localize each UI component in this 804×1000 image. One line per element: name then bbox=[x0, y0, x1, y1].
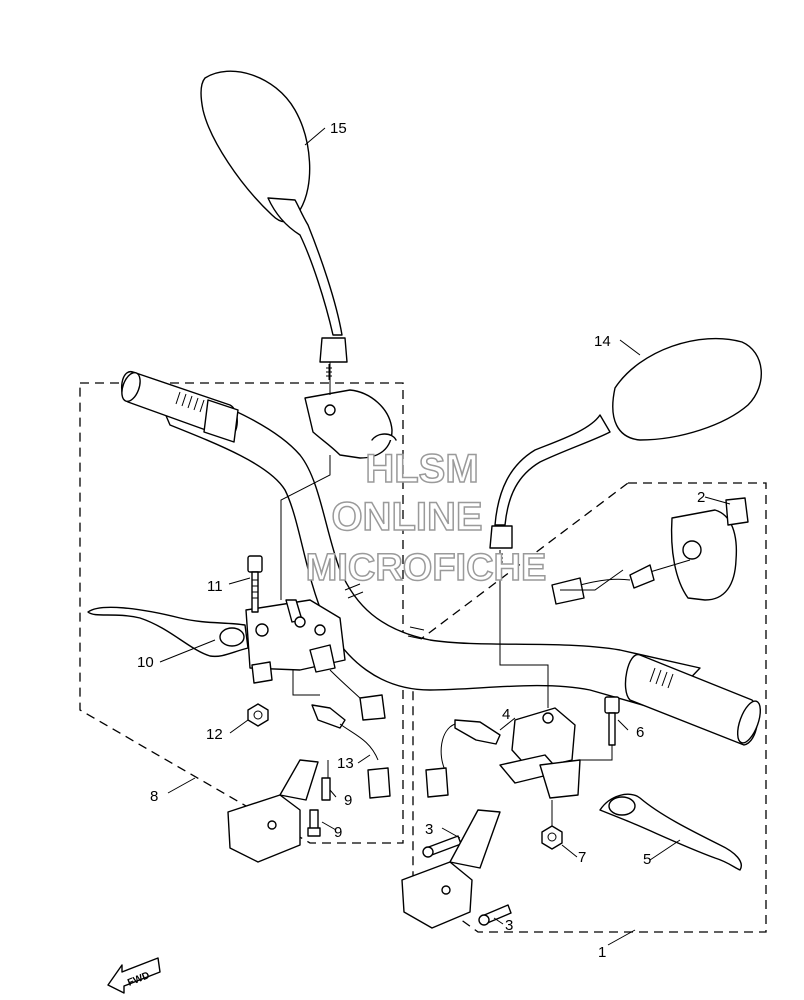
mirror-left bbox=[200, 70, 348, 380]
callout-7: 7 bbox=[578, 849, 586, 866]
right-lower-housing bbox=[401, 809, 501, 929]
callout-8: 8 bbox=[150, 788, 158, 805]
callout-13: 13 bbox=[337, 755, 354, 772]
callout-10: 10 bbox=[137, 654, 154, 671]
nut-12 bbox=[247, 703, 269, 727]
right-master-cylinder bbox=[499, 707, 581, 799]
bolt-6 bbox=[604, 696, 620, 746]
left-lower-housing bbox=[227, 759, 319, 863]
callout-1: 1 bbox=[598, 944, 606, 961]
watermark-line-2: ONLINE bbox=[331, 495, 482, 539]
callout-5: 5 bbox=[643, 851, 651, 868]
callout-4: 4 bbox=[502, 706, 510, 723]
nut-7 bbox=[541, 825, 563, 850]
watermark-line-1: HLSM bbox=[365, 447, 478, 491]
left-master-cylinder bbox=[245, 599, 346, 684]
assembly-line-right bbox=[499, 569, 624, 826]
callout-leaders bbox=[159, 127, 731, 946]
brake-switch-4 bbox=[425, 719, 501, 798]
left-clamp-holder bbox=[304, 389, 397, 459]
brake-lever-left bbox=[87, 606, 249, 658]
callout-3-lower: 3 bbox=[505, 917, 513, 934]
callout-15: 15 bbox=[330, 120, 347, 137]
brake-lever-right bbox=[599, 793, 742, 871]
left-grip bbox=[121, 371, 239, 443]
callout-11: 11 bbox=[207, 578, 223, 595]
right-grip bbox=[624, 654, 762, 746]
right-assembly-group-border bbox=[412, 482, 767, 933]
callout-6: 6 bbox=[636, 724, 644, 741]
assembly-line-left bbox=[280, 362, 331, 778]
mirror-right bbox=[489, 337, 762, 566]
fwd-direction-arrow: FWD bbox=[107, 957, 161, 994]
callout-3-upper: 3 bbox=[425, 821, 433, 838]
watermark-line-3: MICROFICHE bbox=[306, 547, 547, 589]
screws-9 bbox=[307, 777, 331, 837]
callout-14: 14 bbox=[594, 333, 611, 350]
left-assembly-group-border bbox=[79, 382, 404, 844]
brake-switch-13 bbox=[311, 669, 391, 799]
bolt-11 bbox=[247, 555, 263, 613]
handlebar-tube bbox=[149, 377, 701, 711]
callout-2: 2 bbox=[697, 489, 705, 506]
callout-9-lower: 9 bbox=[334, 824, 342, 841]
right-switch-housing bbox=[551, 497, 749, 605]
callout-9-upper: 9 bbox=[344, 792, 352, 809]
callout-12: 12 bbox=[206, 726, 223, 743]
